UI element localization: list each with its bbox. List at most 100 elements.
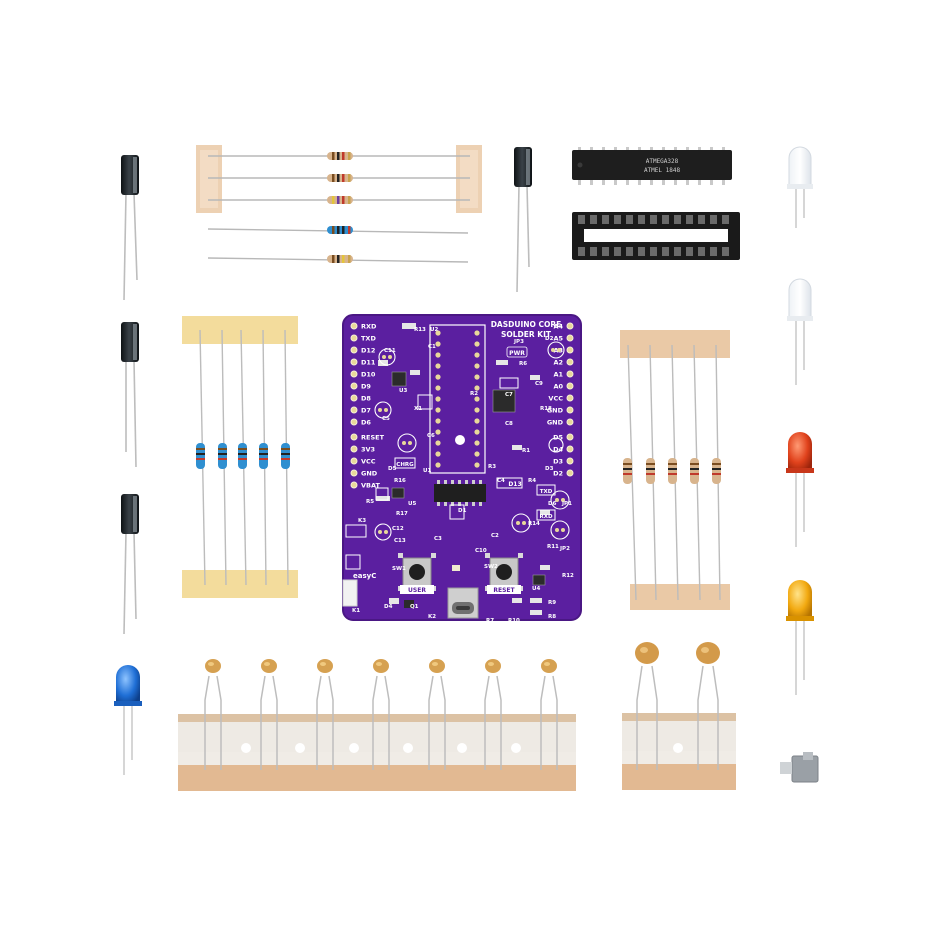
ref-label: C1 — [428, 344, 436, 350]
resistor-tape-left — [196, 145, 222, 213]
ref-label: D1 — [458, 508, 467, 514]
easyc-connector: easyC — [342, 572, 376, 607]
ref-label: JP3 — [513, 339, 524, 345]
ref-label: C13 — [394, 538, 406, 544]
resistor — [207, 255, 469, 263]
ic-marking-1: ATMEGA328 — [646, 158, 679, 165]
ref-label: R3 — [488, 464, 496, 470]
resistor — [208, 174, 470, 182]
ref-label: R5 — [366, 499, 374, 505]
ref-label: U2 — [430, 327, 438, 333]
led-clear — [787, 146, 813, 228]
ref-label: U4 — [532, 586, 540, 592]
ref-label: R14 — [528, 521, 540, 527]
reset-label: RESET — [493, 587, 515, 594]
pin-label-right: A1 — [553, 371, 563, 379]
usb-c-connector — [447, 587, 479, 619]
txd-label: TXD — [540, 489, 553, 495]
ref-label: R16 — [394, 478, 406, 484]
resistor — [208, 196, 470, 204]
easyc-label: easyC — [353, 572, 376, 580]
ref-label: R10 — [508, 618, 520, 624]
ref-label: D2 — [545, 336, 554, 342]
pin-label-left: D11 — [361, 359, 376, 367]
ref-label: U5 — [408, 501, 416, 507]
led-blue — [114, 665, 142, 775]
ref-label: C12 — [392, 526, 404, 532]
pin-label-left: D10 — [361, 371, 376, 379]
ref-label: K3 — [358, 518, 366, 524]
led-clear — [787, 278, 813, 385]
electrolytic-capacitor — [121, 494, 139, 635]
ceramic-capacitor — [540, 659, 558, 770]
pin-label-left: D12 — [361, 347, 375, 355]
ref-label: R13 — [414, 327, 426, 333]
ref-label: U3 — [399, 388, 407, 394]
pin-label-right: D3 — [553, 458, 563, 466]
resistor-bandolier-right — [620, 330, 730, 610]
ref-label: JP1 — [561, 501, 572, 507]
board-title-line2: SOLDER KIT — [501, 330, 552, 339]
user-button — [398, 553, 436, 591]
ref-label: C5 — [382, 416, 390, 422]
chrg-label: CHRG — [396, 462, 414, 468]
resistor-tape-right — [456, 145, 482, 213]
user-label: USER — [408, 587, 426, 594]
ceramic-capacitor — [260, 659, 278, 770]
ref-label: Q1 — [410, 604, 419, 610]
ref-label: X1 — [414, 406, 422, 412]
ref-label: R11 — [547, 544, 559, 550]
pin-label-left: 3V3 — [361, 446, 375, 454]
ceramic-capacitor-bandolier — [178, 659, 576, 791]
led-yellow — [786, 580, 814, 695]
pin-label-right: D5 — [553, 434, 563, 442]
pin-label-left: GND — [361, 470, 378, 478]
ref-label: R18 — [540, 406, 552, 412]
ref-label: R4 — [528, 478, 536, 484]
ceramic-capacitor — [635, 642, 659, 770]
pin-label-right: A0 — [553, 383, 563, 391]
ref-label: R2 — [470, 391, 478, 397]
ref-label: R7 — [486, 618, 494, 624]
pin-label-right: GND — [547, 407, 564, 415]
pin-label-right: GND — [547, 419, 564, 427]
ref-label: R8 — [548, 614, 556, 620]
pin-label-right: A2 — [553, 359, 563, 367]
ref-label: C11 — [384, 348, 396, 354]
pin-label-left: D8 — [361, 395, 371, 403]
ref-label: D5 — [388, 466, 397, 472]
ceramic-capacitor — [428, 659, 446, 770]
ref-label: C7 — [505, 392, 513, 398]
d13-label: D13 — [508, 481, 521, 488]
ref-label: C6 — [427, 433, 435, 439]
electrolytic-capacitor — [121, 155, 139, 301]
slide-switch — [780, 752, 819, 783]
pin-label-left: TXD — [361, 335, 376, 343]
resistor — [207, 226, 469, 234]
ref-label: R9 — [548, 600, 556, 606]
ref-label: R6 — [519, 361, 527, 367]
led-red — [786, 432, 814, 547]
pin-label-right: A4 — [553, 323, 563, 331]
ref-label: D6 — [548, 501, 557, 507]
electrolytic-capacitor — [514, 147, 532, 293]
ref-label: R1 — [522, 448, 530, 454]
pin-label-left: RXD — [361, 323, 377, 331]
ceramic-capacitor — [372, 659, 390, 770]
rxd-label: RXD — [539, 514, 552, 520]
board-title-line1: DASDUINO CORE — [491, 320, 562, 329]
ref-label: R17 — [396, 511, 408, 517]
pin-label-right: VCC — [548, 395, 563, 403]
ic-marking-2: ATMEL 1848 — [644, 167, 681, 174]
ref-label: R12 — [562, 573, 574, 579]
ref-label: D4 — [384, 604, 393, 610]
pin-label-right: D4 — [553, 446, 563, 454]
pwr-label: PWR — [509, 350, 525, 357]
ref-label: JP2 — [559, 546, 570, 552]
ceramic-capacitor — [696, 642, 720, 770]
ref-label: C8 — [505, 421, 513, 427]
ref-label: C9 — [535, 381, 543, 387]
resistor — [208, 152, 470, 160]
pin-label-left: VBAT — [361, 482, 381, 490]
